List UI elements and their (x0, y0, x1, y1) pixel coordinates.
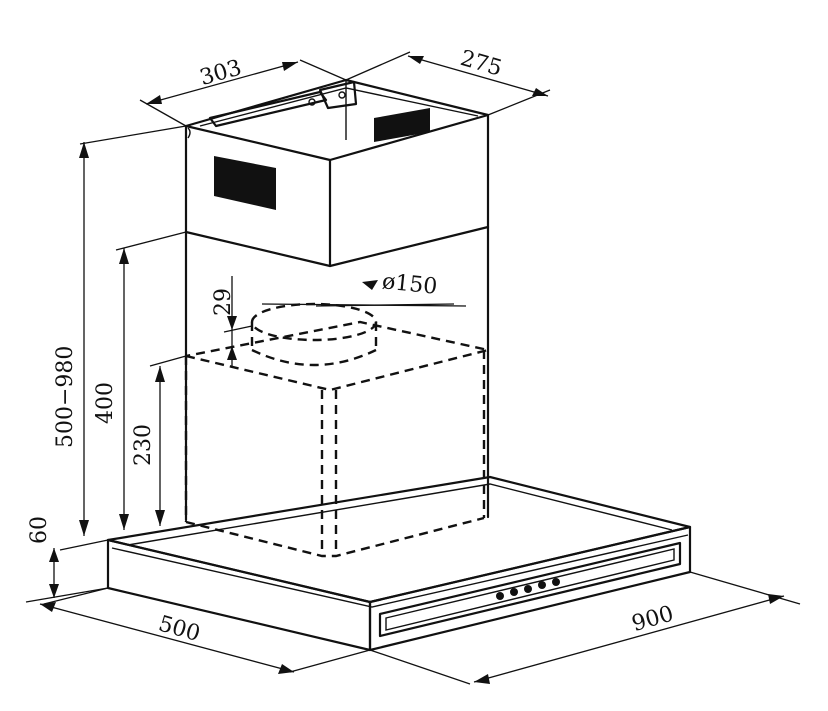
ext-400-top (115, 231, 187, 251)
control-panel (378, 541, 682, 638)
canopy-top-inner-rim (127, 483, 673, 546)
arrow-303-b (282, 62, 298, 71)
lower-chimney (184, 225, 490, 522)
inner-top-rim (199, 87, 479, 127)
control-panel-inner (385, 548, 675, 631)
control-button-1 (496, 592, 504, 600)
dim-500 (39, 603, 295, 673)
arrow-275-a (408, 56, 424, 64)
arrow-60-a (49, 548, 59, 562)
housing-bottom-dashed (185, 516, 485, 558)
arrow-230-a (155, 366, 165, 382)
hinge-mark (187, 127, 191, 139)
arrow-900-a (474, 674, 490, 684)
arrow-500-b (278, 664, 294, 674)
arrow-275-b (532, 88, 548, 96)
label-duct-offset: 29 (211, 288, 236, 316)
mounting-bracket (208, 90, 328, 128)
control-button-3 (524, 585, 532, 593)
dim-275 (407, 55, 549, 97)
arrow-60-b (49, 584, 59, 598)
arrow-400-b (119, 514, 129, 530)
ext-275-left (345, 51, 411, 81)
side-vent-grille (214, 156, 276, 210)
canopy-edge-highlight (111, 534, 689, 608)
arrow-29-b (227, 346, 237, 360)
dim-150 (315, 303, 455, 307)
arrow-500-a (40, 602, 56, 612)
ext-canopy-bottom (25, 587, 109, 603)
ext-303-right (299, 59, 347, 81)
chimney-seam (184, 225, 490, 268)
bracket-screw-2 (338, 91, 346, 99)
label-outlet-diameter: ø150 (381, 269, 439, 300)
dim-303 (145, 61, 299, 105)
label-hood-width: 900 (629, 601, 676, 637)
label-lower-chimney-height: 400 (93, 382, 118, 424)
label-inner-height: 230 (131, 424, 156, 466)
motor-housing-hidden (184, 302, 489, 558)
ext-900-left (369, 649, 471, 685)
arrow-900-b (768, 594, 784, 604)
control-button-2 (510, 588, 518, 596)
outlet-collar-top (250, 302, 378, 342)
ext-500-right (289, 649, 371, 673)
label-chimney-depth: 275 (457, 46, 504, 82)
ext-303-left (139, 99, 187, 127)
arrow-400-a (119, 248, 129, 264)
control-button-4 (538, 581, 546, 589)
arrow-29-a (227, 316, 237, 330)
bracket-screw (308, 98, 316, 106)
arrow-230-b (155, 510, 165, 526)
label-chimney-height-range: 500−980 (53, 346, 78, 448)
ext-canopy-top (59, 539, 109, 551)
arrow-980-a (79, 142, 89, 158)
control-button-5 (552, 578, 560, 586)
label-hood-depth: 500 (156, 611, 203, 647)
dimension-lines (25, 51, 801, 685)
ext-29-top (223, 325, 253, 333)
dim-900 (473, 595, 785, 683)
upper-chimney (184, 78, 490, 268)
rear-vent-grille (374, 108, 430, 142)
arrow-150 (362, 280, 378, 290)
collar-bottom (251, 348, 377, 367)
ext-900-right (689, 571, 801, 605)
bracket-clip (318, 80, 358, 110)
arrow-303-a (146, 95, 162, 104)
upper-chimney-top (184, 78, 490, 162)
ext-top-chimney (79, 125, 187, 145)
ext-230-top (149, 355, 187, 367)
housing-top-dashed (185, 320, 489, 392)
label-chimney-width: 303 (197, 55, 244, 91)
arrow-980-b (79, 520, 89, 536)
label-canopy-thickness: 60 (27, 516, 52, 544)
ext-500-left (43, 587, 109, 605)
